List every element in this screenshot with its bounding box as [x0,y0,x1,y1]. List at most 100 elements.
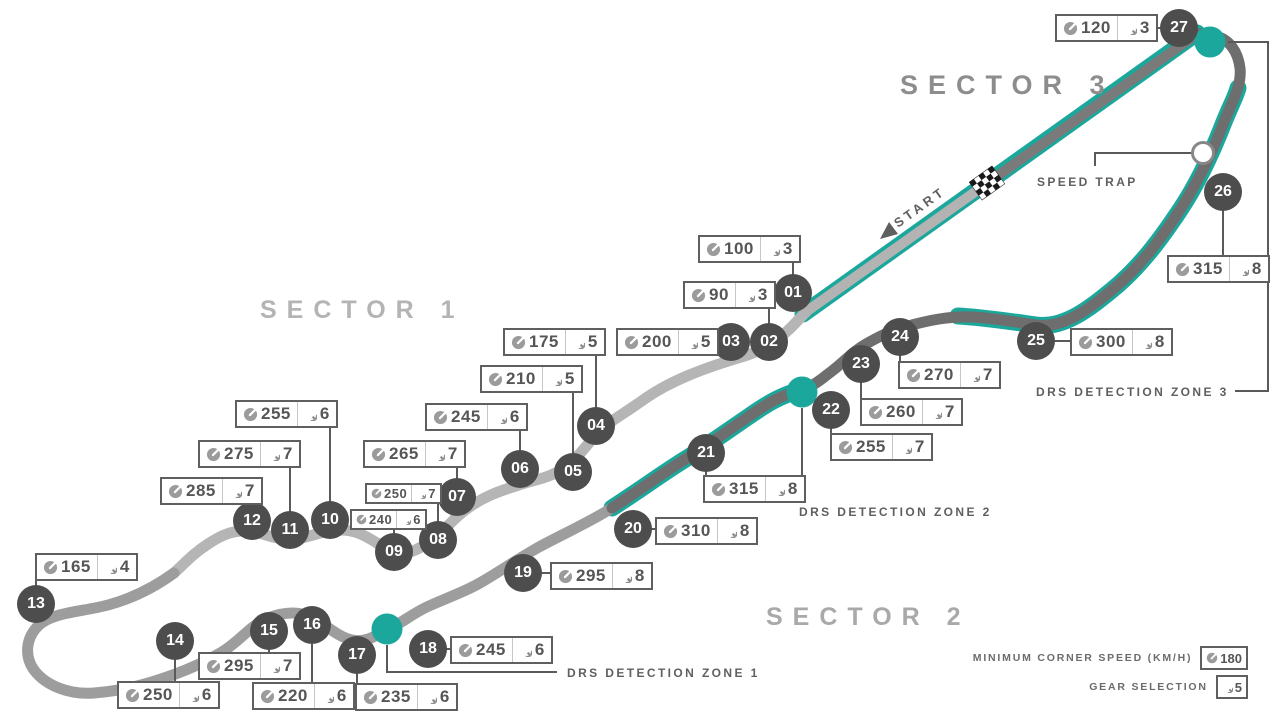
track-sector-3 [606,28,1246,514]
speedometer-icon [206,447,221,462]
corner-number: 24 [891,328,909,345]
corner-marker: 22 [812,391,850,429]
corner-speed-value: 175 [529,332,559,351]
corner-gear-cell: 3 [1116,16,1156,40]
corner-gear-value: 6 [439,687,450,706]
corner-speed-value: 245 [476,640,506,659]
corner-marker: 20 [614,510,652,548]
corner-gear-value: 8 [1251,259,1262,278]
gear-icon [321,690,334,703]
corner-speed-cell: 220 [254,684,314,708]
gear-icon [742,289,755,302]
corner-gear-cell: 7 [259,442,299,466]
corner-gear-cell: 8 [611,564,651,588]
corner-marker: 10 [311,501,349,539]
corner-speed-cell: 315 [1169,257,1229,281]
gear-icon [1124,22,1137,35]
corner-info-box: 250 7 [365,483,442,504]
corner-gear-cell: 6 [178,683,218,707]
corner-marker: 12 [233,502,271,540]
gear-icon [549,373,562,386]
gear-icon [267,660,280,673]
speedometer-icon [691,288,706,303]
speedometer-icon [243,407,258,422]
legend-gear-label: GEAR SELECTION [1089,681,1208,693]
corner-gear-value: 7 [447,444,458,463]
corner-number: 03 [722,333,740,350]
corner-gear-cell: 8 [1228,257,1268,281]
corner-gear-cell: 7 [221,479,261,503]
corner-marker: 02 [750,323,788,361]
corner-number: 08 [429,531,447,548]
corner-marker: 27 [1160,9,1198,47]
speedometer-icon [1078,335,1093,350]
corner-speed-value: 165 [61,557,91,576]
corner-speed-value: 235 [381,687,411,706]
corner-gear-cell: 8 [764,477,804,501]
corner-number: 27 [1170,19,1188,36]
corner-number: 17 [348,646,366,663]
gear-icon [724,525,737,538]
corner-marker: 15 [250,612,288,650]
corner-number: 21 [697,444,715,461]
speedometer-icon [433,410,448,425]
corner-gear-cell: 7 [921,400,961,424]
corner-marker: 16 [293,606,331,644]
corner-gear-cell: 5 [541,367,581,391]
corner-gear-value: 8 [739,521,750,540]
corner-marker: 04 [577,407,615,445]
corner-number: 10 [321,511,339,528]
corner-speed-cell: 255 [237,402,297,426]
corner-speed-cell: 270 [900,363,960,387]
drs-detection-marker [1194,26,1226,58]
corner-gear-cell: 7 [411,485,440,502]
corner-speed-value: 265 [389,444,419,463]
finish-straight [986,31,1197,187]
corner-number: 26 [1214,183,1232,200]
gear-icon [929,406,942,419]
corner-info-box: 265 7 [363,440,466,468]
drs-zone-1-leader-line [386,645,557,673]
corner-number: 16 [303,616,321,633]
corner-marker: 07 [438,478,476,516]
corner-info-box: 260 7 [860,398,963,426]
gear-icon [1236,263,1249,276]
corner-gear-cell: 6 [511,638,551,662]
legend-row-speed: MINIMUM CORNER SPEED (KM/H) 180 [973,646,1248,670]
start-straight [800,177,992,319]
corner-speed-value: 310 [681,521,711,540]
corner-gear-value: 6 [534,640,545,659]
corner-info-box: 255 6 [235,400,338,428]
gear-icon [424,691,437,704]
corner-speed-value: 200 [642,332,672,351]
corner-speed-cell: 120 [1057,16,1117,40]
speedometer-icon [168,484,183,499]
corner-info-box: 165 4 [35,553,138,581]
speedometer-icon [43,560,58,575]
corner-number: 06 [511,460,529,477]
corner-marker: 23 [842,345,880,383]
corner-info-box: 295 8 [550,562,653,590]
drs-zone-3-label: DRS DETECTION ZONE 3 [1036,385,1229,399]
corner-speed-cell: 100 [700,237,760,261]
corner-info-box: 175 5 [503,328,606,356]
speedometer-icon [206,659,221,674]
drs-zone-1-label: DRS DETECTION ZONE 1 [567,666,760,680]
gear-icon [432,448,445,461]
corner-speed-cell: 245 [452,638,512,662]
speedometer-icon [711,482,726,497]
corner-number: 01 [784,284,802,301]
track-sector-1 [168,306,812,579]
corner-gear-value: 6 [509,407,520,426]
speedometer-icon [838,440,853,455]
corner-number: 20 [624,520,642,537]
corner-speed-value: 250 [384,486,408,501]
corner-number: 14 [166,632,184,649]
sector-3-label: SECTOR 3 [900,70,1115,100]
corner-info-box: 275 7 [198,440,301,468]
corner-gear-cell: 6 [486,405,526,429]
corner-gear-value: 8 [787,479,798,498]
legend-speed-value: 180 [1220,650,1242,666]
corner-number: 15 [260,622,278,639]
